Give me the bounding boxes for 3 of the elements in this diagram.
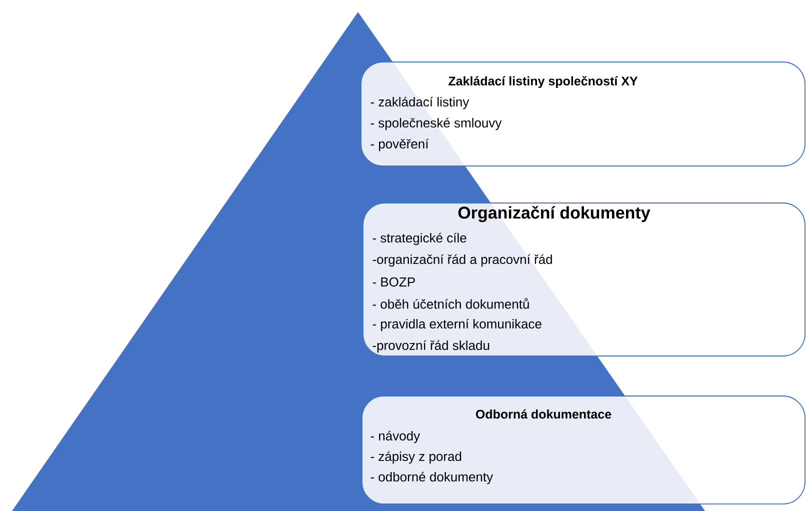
- text-box: Zakládací listiny společností XY - zakládací listiny - společneské smlouvy - pověření: [360, 62, 806, 166]
- text-box: Organizační dokumenty - strategické cíle -organizační řád a pracovní řád - BOZP - oběh účetních dokumentů - pravidla externí komunikace -provozní řád skladu: [362, 202, 806, 356]
- text-box: Odborná dokumentace - návody - zápisy z porad - odborné dokumenty: [362, 396, 806, 504]
